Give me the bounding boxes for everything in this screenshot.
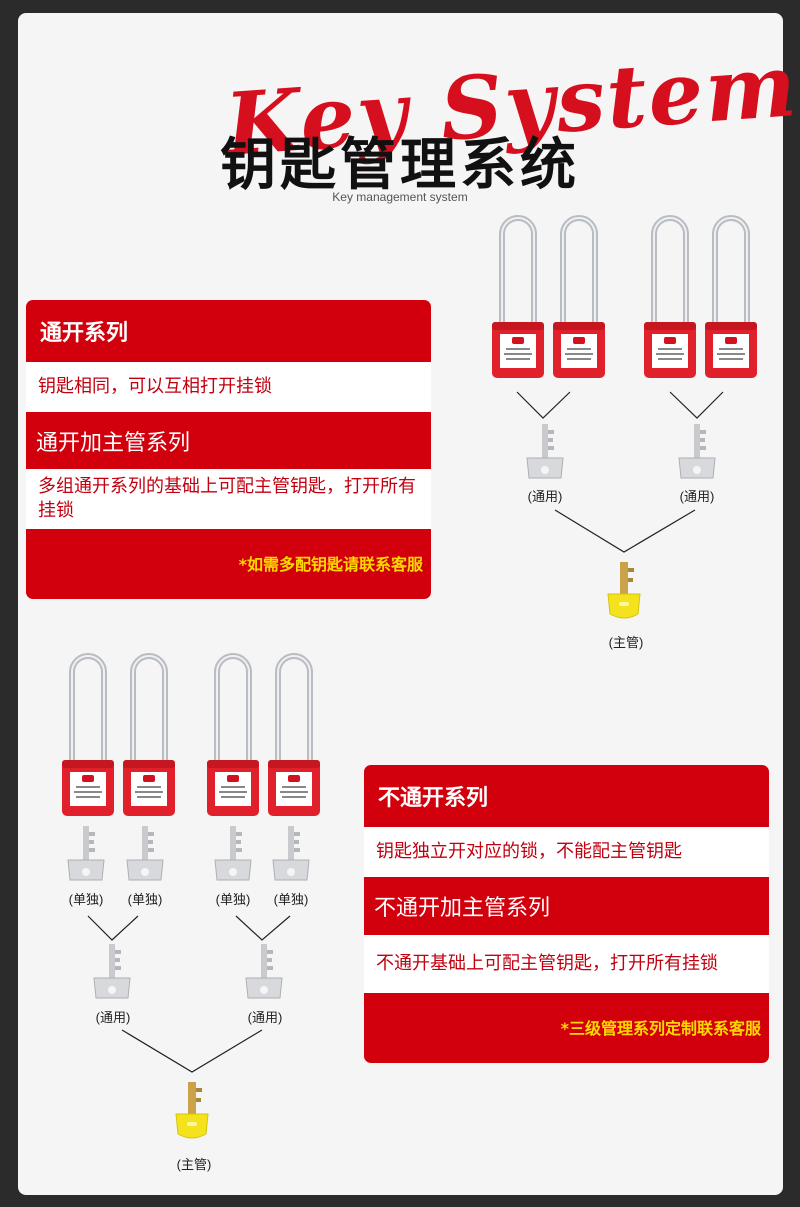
common-key-label: (通用) [679, 489, 715, 504]
single-key-icon [126, 825, 164, 881]
panel-desc-keyed-different: 钥匙独立开对应的锁，不能配主管钥匙 [364, 827, 769, 877]
padlock-icon [553, 218, 605, 378]
common-key-label: (通用) [527, 489, 563, 504]
single-key-label: (单独) [215, 892, 251, 907]
master-key-label: (主管) [176, 1157, 212, 1172]
panel-heading-keyed-different-master: 不通开加主管系列 [374, 896, 551, 921]
panel-keyed-different: 不通开系列 钥匙独立开对应的锁，不能配主管钥匙 不通开加主管系列 不通开基础上可… [364, 765, 769, 1063]
page-title: 钥匙管理系统 [220, 133, 580, 198]
connector-lines [87, 915, 291, 941]
panel-heading-keyed-different: 不通开系列 [378, 786, 489, 811]
padlock-icon [705, 218, 757, 378]
panel-desc-keyed-different-master: 不通开基础上可配主管钥匙，打开所有挂锁 [364, 935, 769, 993]
connector-lines [516, 391, 724, 419]
single-key-icon [272, 825, 310, 881]
single-key-icon [67, 825, 105, 881]
padlock-icon [492, 218, 544, 378]
common-key-label: (通用) [247, 1010, 283, 1025]
panel-desc-keyed-alike-master: 多组通开系列的基础上可配主管钥匙，打开所有挂锁 [26, 469, 431, 529]
single-key-icon [214, 825, 252, 881]
panel-keyed-alike: 通开系列 钥匙相同，可以互相打开挂锁 通开加主管系列 多组通开系列的基础上可配主… [26, 300, 431, 599]
common-key-icon [678, 423, 716, 479]
common-key-icon [245, 943, 283, 999]
page-subtitle: Key management system [332, 190, 468, 204]
common-key-icon [526, 423, 564, 479]
panel-note-custom: *三级管理系列定制联系客服 [560, 1019, 761, 1038]
padlock-icon [207, 656, 259, 816]
common-key-icon [93, 943, 131, 999]
master-key-icon [607, 561, 641, 619]
single-key-label: (单独) [68, 892, 104, 907]
panel-desc-keyed-alike: 钥匙相同，可以互相打开挂锁 [26, 362, 431, 412]
panel-heading-keyed-alike: 通开系列 [40, 321, 129, 346]
padlock-icon [268, 656, 320, 816]
panel-heading-keyed-alike-master: 通开加主管系列 [36, 430, 191, 456]
master-key-icon [175, 1081, 209, 1139]
common-key-label: (通用) [95, 1010, 131, 1025]
padlock-icon [62, 656, 114, 816]
panel-note-contact: *如需多配钥匙请联系客服 [238, 555, 423, 574]
connector-lines [121, 1029, 263, 1073]
padlock-icon [644, 218, 696, 378]
single-key-label: (单独) [273, 892, 309, 907]
padlock-icon [123, 656, 175, 816]
single-key-label: (单独) [127, 892, 163, 907]
connector-lines [554, 509, 696, 553]
master-key-label: (主管) [608, 635, 644, 650]
